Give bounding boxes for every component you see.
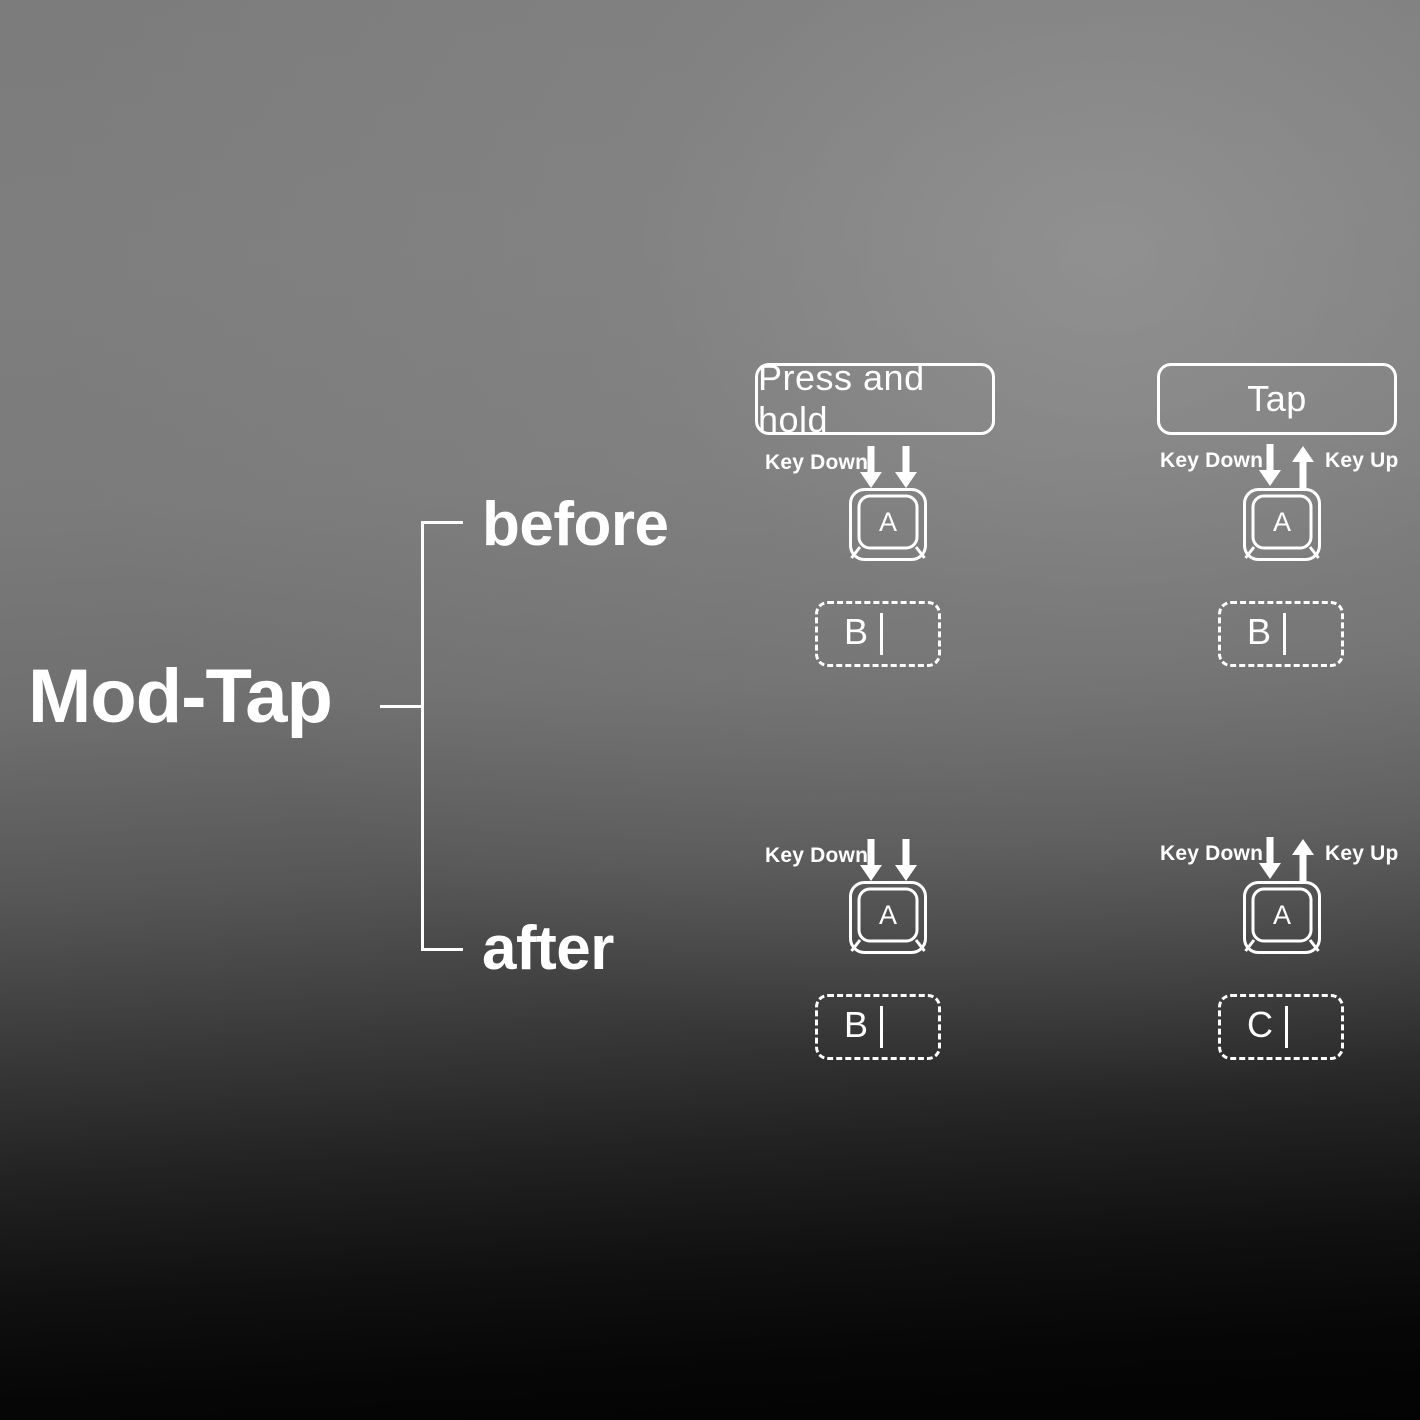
arrow-down-icon <box>1257 444 1283 488</box>
output-field-before-tap[interactable]: B <box>1218 601 1344 667</box>
text-caret-icon <box>1283 613 1287 655</box>
event-label-key-down: Key Down <box>1160 449 1264 472</box>
output-text: C <box>1247 1004 1273 1045</box>
bracket-vertical <box>421 521 424 951</box>
output-field-after-hold[interactable]: B <box>815 994 941 1060</box>
output-text: B <box>1247 611 1272 652</box>
column-header-label: Tap <box>1247 378 1307 419</box>
output-field-after-tap[interactable]: C <box>1218 994 1344 1060</box>
svg-text:A: A <box>1273 900 1291 930</box>
keycap-icon[interactable]: A <box>848 487 928 567</box>
event-row-before-tap: Key Down Key Up <box>1160 444 1398 492</box>
arrow-down-icon <box>1257 837 1283 881</box>
event-label-key-up: Key Up <box>1325 449 1399 472</box>
event-label-key-down: Key Down <box>765 451 869 474</box>
output-text: B <box>844 611 869 652</box>
arrow-down-icon <box>893 839 919 883</box>
arrow-down-icon <box>858 446 884 490</box>
keycap-icon[interactable]: A <box>1242 487 1322 567</box>
bracket-top-stub <box>421 521 463 524</box>
bracket-bottom-stub <box>421 948 463 951</box>
arrow-up-icon <box>1290 837 1316 881</box>
event-row-before-hold: Key Down <box>765 446 925 494</box>
text-caret-icon <box>1285 1006 1288 1048</box>
branch-label-before: before <box>482 490 669 559</box>
svg-text:A: A <box>879 900 897 930</box>
root-label: Mod-Tap <box>28 654 333 739</box>
text-caret-icon <box>880 1006 884 1048</box>
arrow-up-icon <box>1290 444 1316 488</box>
column-header-press-and-hold: Press and hold <box>755 357 995 440</box>
keycap-icon[interactable]: A <box>848 880 928 960</box>
event-label-key-down: Key Down <box>1160 842 1264 865</box>
column-header-label: Press and hold <box>758 357 925 440</box>
svg-text:A: A <box>1273 507 1291 537</box>
output-text: B <box>844 1004 869 1045</box>
branch-label-after: after <box>482 914 614 983</box>
bracket-stem <box>380 705 424 708</box>
arrow-down-icon <box>893 446 919 490</box>
event-label-key-down: Key Down <box>765 844 869 867</box>
output-field-before-hold[interactable]: B <box>815 601 941 667</box>
event-label-key-up: Key Up <box>1325 842 1399 865</box>
keycap-icon[interactable]: A <box>1242 880 1322 960</box>
column-header-tap: Tap <box>1157 363 1397 435</box>
text-caret-icon <box>880 613 884 655</box>
event-row-after-tap: Key Down Key Up <box>1160 837 1398 885</box>
event-row-after-hold: Key Down <box>765 839 925 887</box>
arrow-down-icon <box>858 839 884 883</box>
svg-text:A: A <box>879 507 897 537</box>
